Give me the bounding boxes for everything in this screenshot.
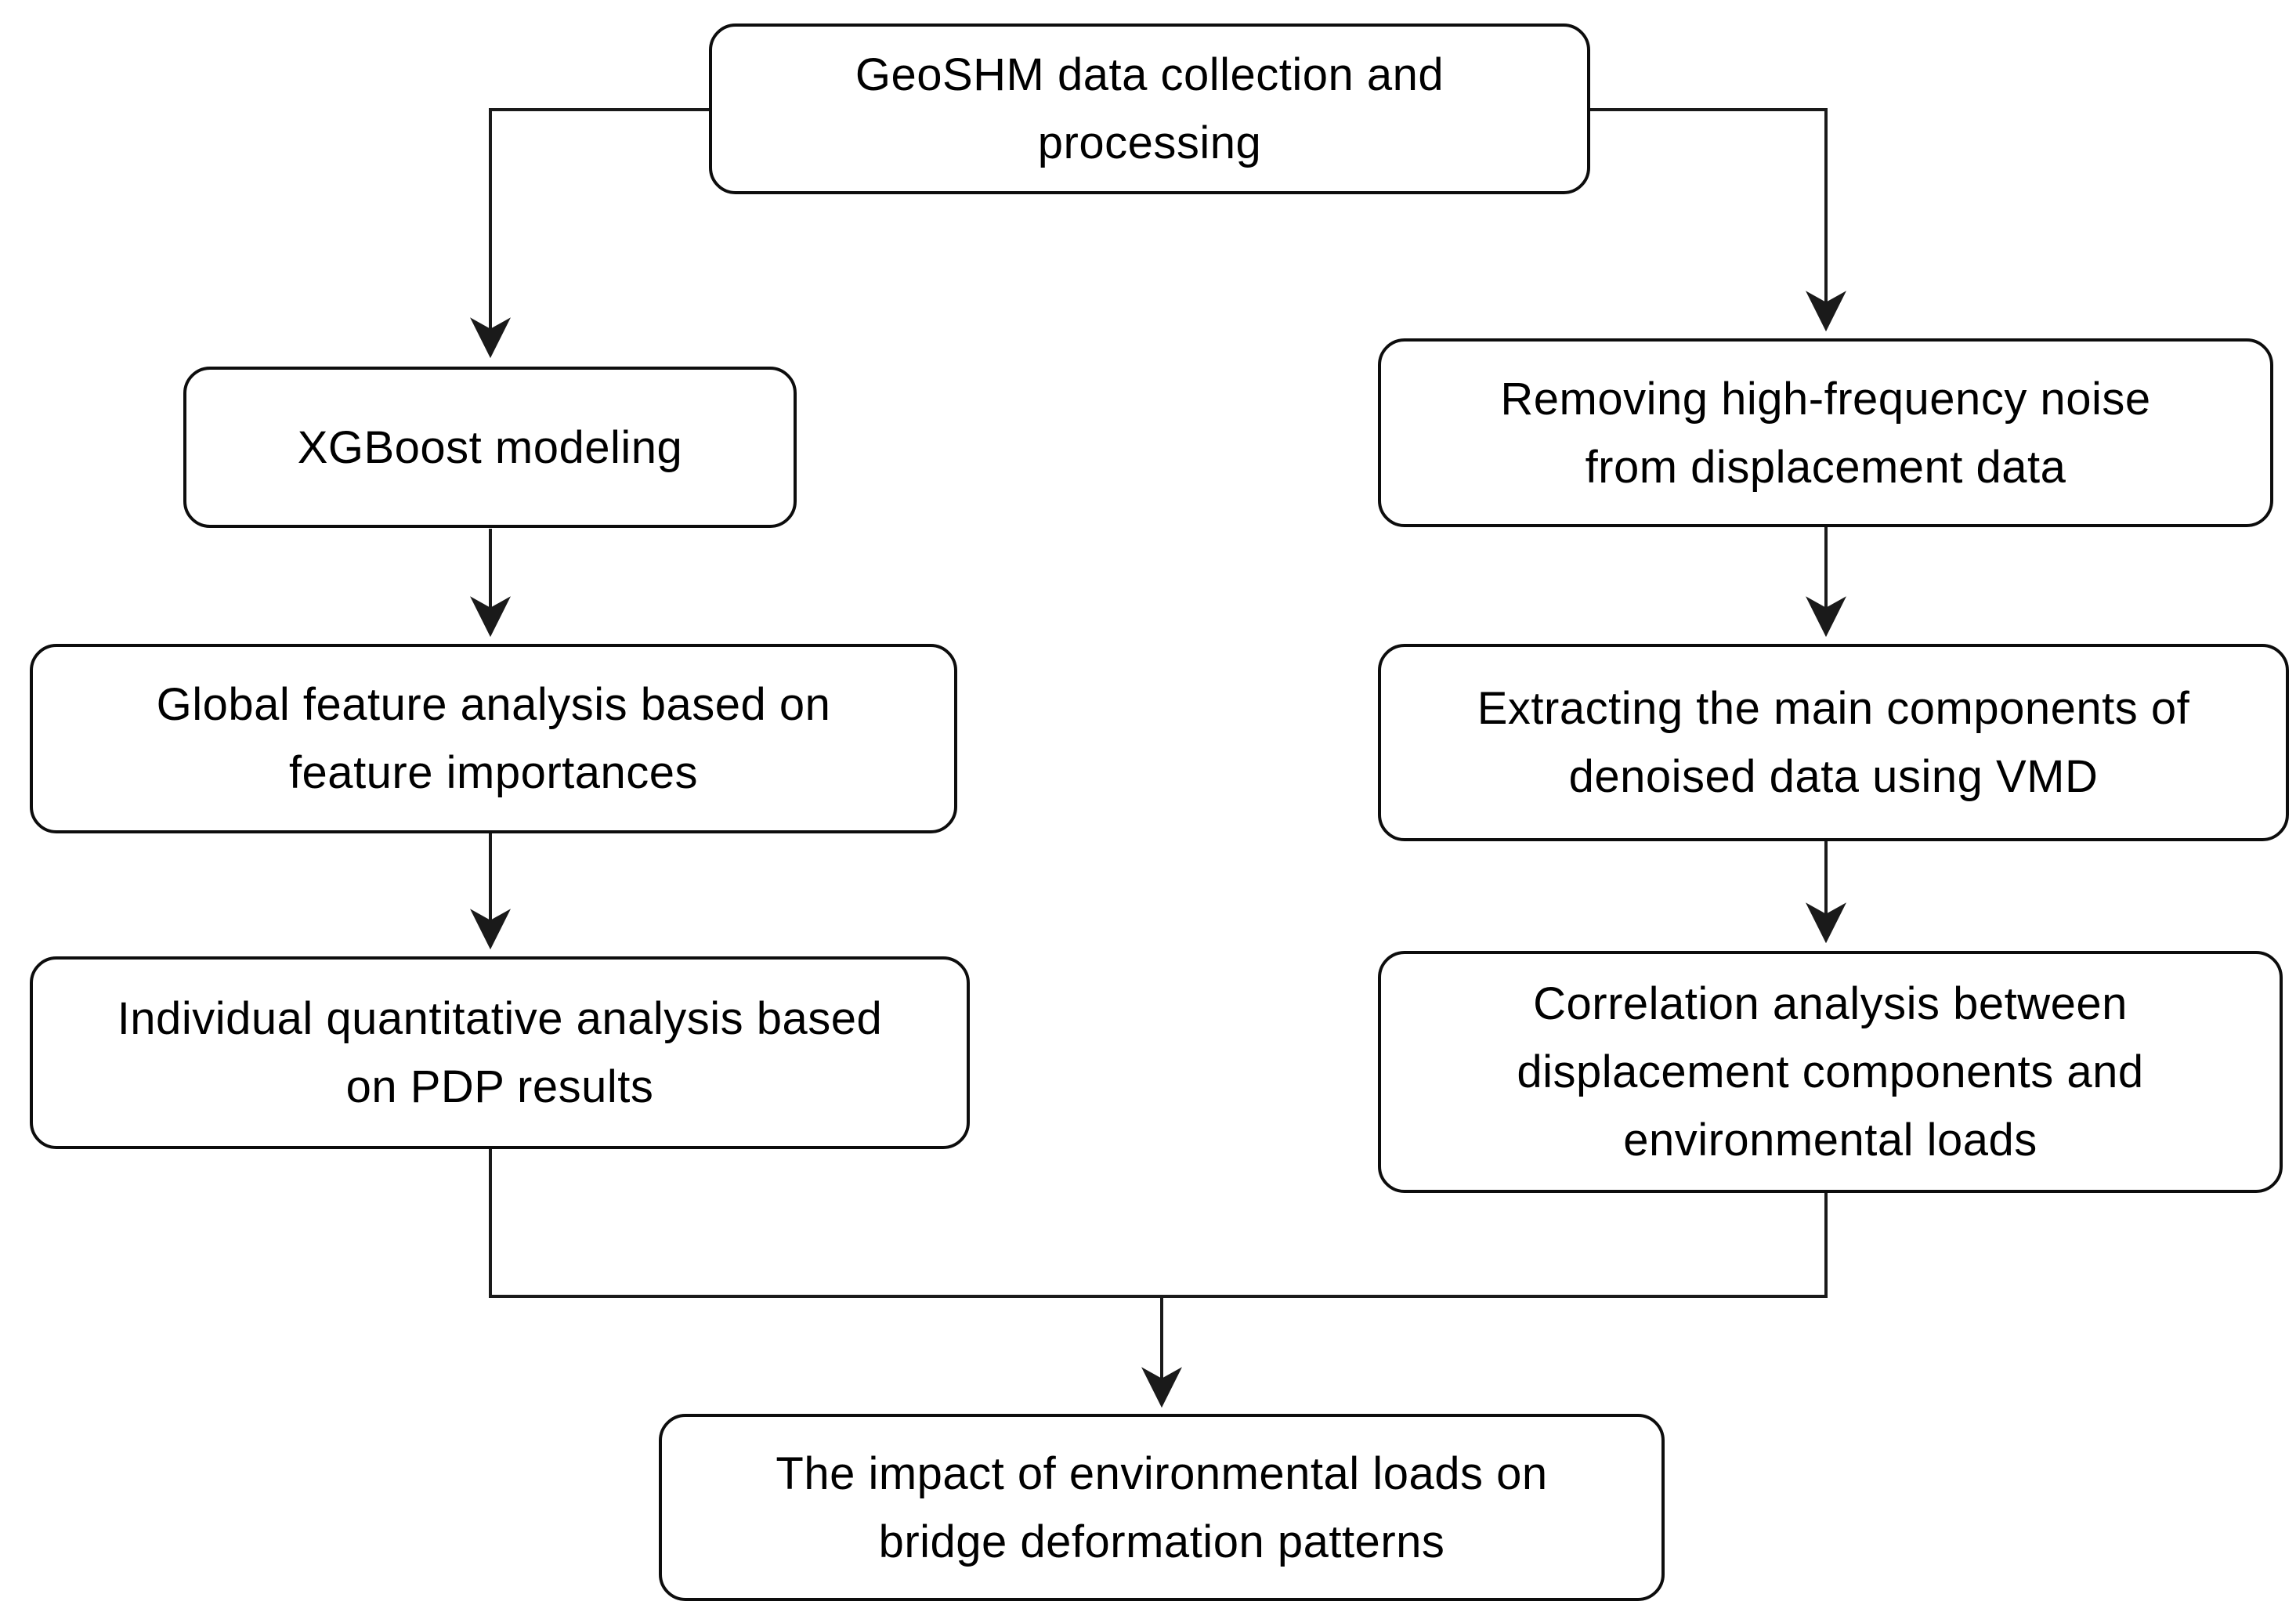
node-extracting-vmd: Extracting the main components of denois… [1378,644,2289,841]
node-removing-noise: Removing high-frequency noise from displ… [1378,338,2273,527]
node-impact-environmental-loads: The impact of environmental loads on bri… [659,1414,1665,1601]
node-correlation-analysis: Correlation analysis between displacemen… [1378,951,2283,1193]
node-removing-noise-label: Removing high-frequency noise from displ… [1500,373,2151,493]
node-individual-pdp-label: Individual quantitative analysis based o… [117,993,883,1112]
node-geoshm-label: GeoSHM data collection and processing [855,49,1444,168]
node-correlation-label: Correlation analysis between displacemen… [1517,978,2144,1166]
node-xgboost-label: XGBoost modeling [297,421,683,473]
node-global-feature-analysis: Global feature analysis based on feature… [30,644,957,833]
edge-geoshm-to-removing-noise [1590,108,1846,332]
node-extracting-vmd-label: Extracting the main components of denois… [1477,683,2190,802]
node-global-feature-label: Global feature analysis based on feature… [156,679,831,798]
node-impact-label: The impact of environmental loads on bri… [776,1448,1548,1567]
node-individual-quantitative-analysis: Individual quantitative analysis based o… [30,956,970,1149]
node-xgboost-modeling: XGBoost modeling [183,367,797,528]
node-geoshm-data-collection: GeoSHM data collection and processing [709,23,1590,194]
edge-geoshm-to-xgboost [470,108,709,359]
